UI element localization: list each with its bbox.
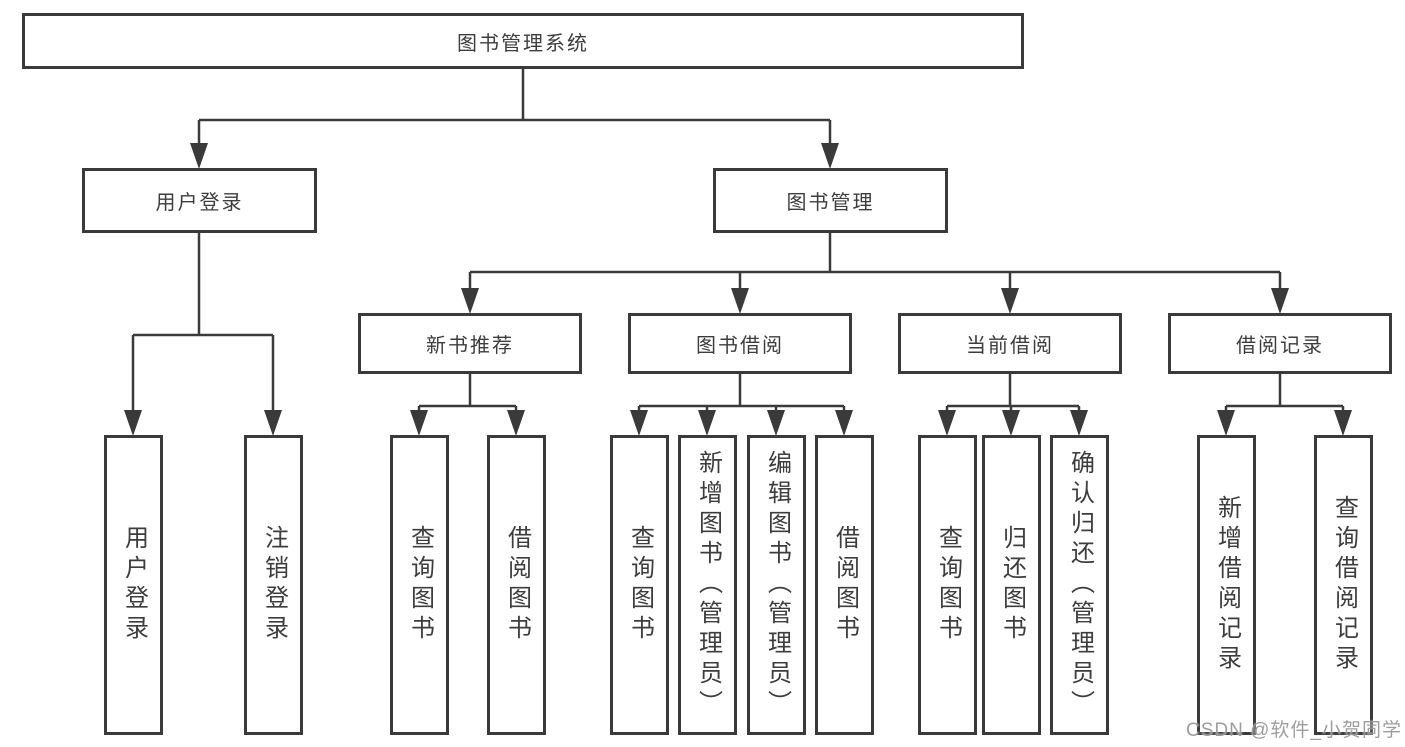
node-user-login-label: 用户登录 [155,192,244,214]
leaf-edit-books-admin-label: 编辑图书（管理员） [763,450,791,720]
leaf-borrow-books-label: 借阅图书 [831,525,859,645]
node-current-borrowing-label: 当前借阅 [966,335,1054,357]
leaf-user-login-label: 用户登录 [120,525,148,645]
node-current-borrowing: 当前借阅 [898,313,1122,374]
node-new-book-recommendation: 新书推荐 [358,313,582,374]
node-user-login: 用户登录 [82,168,317,233]
leaf-return-books-label: 归还图书 [998,525,1026,645]
leaf-user-login: 用户登录 [104,435,163,735]
leaf-query-books-borrow-label: 查询图书 [626,525,654,645]
leaf-query-borrow-record-label: 查询借阅记录 [1330,495,1358,675]
leaf-query-books-current: 查询图书 [918,435,977,735]
leaf-edit-books-admin: 编辑图书（管理员） [747,435,806,735]
csdn-watermark: CSDN @软件_小贺同学 [1186,720,1402,741]
leaf-query-books-borrow: 查询图书 [610,435,669,735]
leaf-add-books-admin: 新增图书（管理员） [678,435,737,735]
leaf-query-books-recommend-label: 查询图书 [406,525,434,645]
node-borrowing-records: 借阅记录 [1168,313,1392,374]
leaf-add-books-admin-label: 新增图书（管理员） [694,450,722,720]
node-new-book-recommendation-label: 新书推荐 [426,335,514,357]
leaf-borrow-books: 借阅图书 [815,435,874,735]
node-book-management: 图书管理 [713,168,948,233]
arrowheads [124,143,1352,436]
node-book-borrowing: 图书借阅 [628,313,852,374]
leaf-logout: 注销登录 [244,435,303,735]
leaf-confirm-return-admin-label: 确认归还（管理员） [1066,450,1094,720]
node-book-management-label: 图书管理 [786,192,875,214]
leaf-return-books: 归还图书 [982,435,1041,735]
leaf-query-books-recommend: 查询图书 [390,435,449,735]
leaf-query-books-current-label: 查询图书 [934,525,962,645]
node-borrowing-records-label: 借阅记录 [1236,335,1324,357]
leaf-borrow-books-recommend-label: 借阅图书 [503,525,531,645]
node-library-system: 图书管理系统 [22,13,1024,69]
leaf-logout-label: 注销登录 [260,525,288,645]
node-library-system-label: 图书管理系统 [457,32,589,55]
leaf-borrow-books-recommend: 借阅图书 [487,435,546,735]
leaf-add-borrow-record-label: 新增借阅记录 [1213,495,1241,675]
leaf-query-borrow-record: 查询借阅记录 [1314,435,1373,735]
leaf-confirm-return-admin: 确认归还（管理员） [1050,435,1109,735]
node-book-borrowing-label: 图书借阅 [696,335,784,357]
leaf-add-borrow-record: 新增借阅记录 [1197,435,1256,735]
